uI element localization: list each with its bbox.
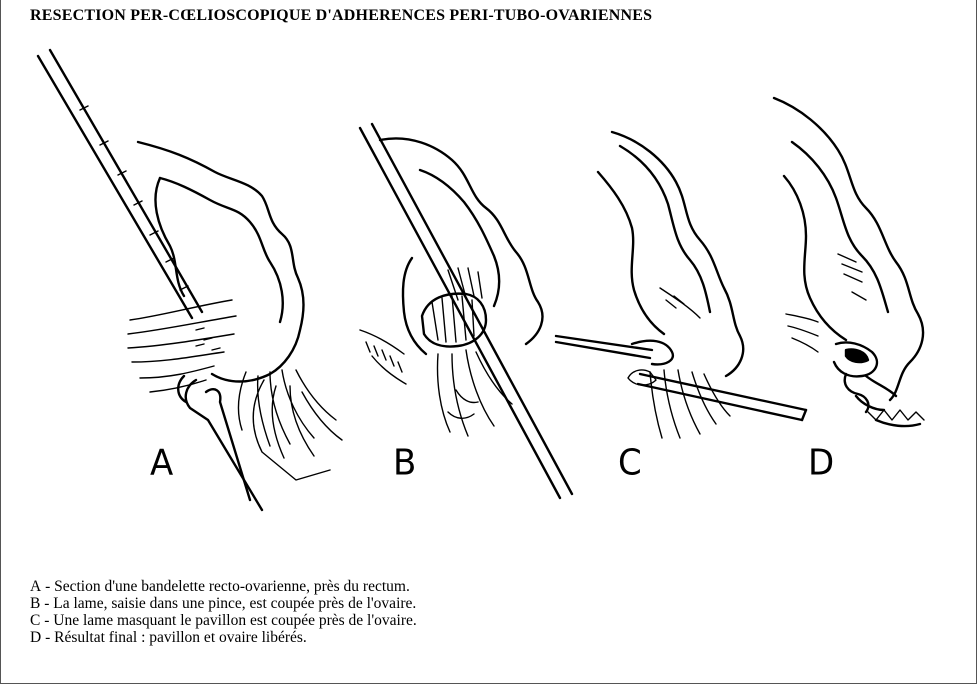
legend-key: B — [30, 595, 40, 612]
legend-item-b: B - La lame, saisie dans une pince, est … — [30, 595, 417, 612]
legend-item-a: A - Section d'une bandelette recto-ovari… — [30, 578, 417, 595]
panel-label-d: D — [808, 442, 834, 484]
panel-label-c: C — [618, 442, 642, 484]
panel-b-instrument — [360, 128, 560, 498]
legend-item-c: C - Une lame masquant le pavillon est co… — [30, 612, 417, 629]
panel-a-fimbriae — [253, 370, 342, 480]
legend-text: La lame, saisie dans une pince, est coup… — [53, 595, 416, 612]
panel-a-scissors — [186, 380, 262, 510]
legend-key: A — [30, 578, 41, 595]
legend-text: Résultat final : pavillon et ovaire libé… — [54, 629, 307, 646]
panel-label-b: B — [393, 442, 416, 484]
legend-item-d: D - Résultat final : pavillon et ovaire … — [30, 629, 417, 646]
panel-label-a: A — [150, 442, 173, 484]
figure-title: RESECTION PER-CŒLIOSCOPIQUE D'ADHERENCES… — [30, 7, 652, 25]
panel-d-drawing — [774, 98, 924, 426]
legend-key: D — [30, 629, 41, 646]
panel-b-rectum-fold — [360, 330, 406, 384]
legend-key: C — [30, 612, 40, 629]
legend-text: Une lame masquant le pavillon est coupée… — [53, 612, 416, 629]
legend: A - Section d'une bandelette recto-ovari… — [30, 578, 417, 646]
panel-a-instrument — [38, 56, 192, 318]
panel-c-drawing — [556, 132, 806, 438]
panel-b-drawing — [360, 124, 572, 498]
panel-d-fimbriae — [845, 374, 896, 412]
legend-text: Section d'une bandelette recto-ovarienne… — [54, 578, 410, 595]
panel-a-drawing — [38, 50, 342, 510]
